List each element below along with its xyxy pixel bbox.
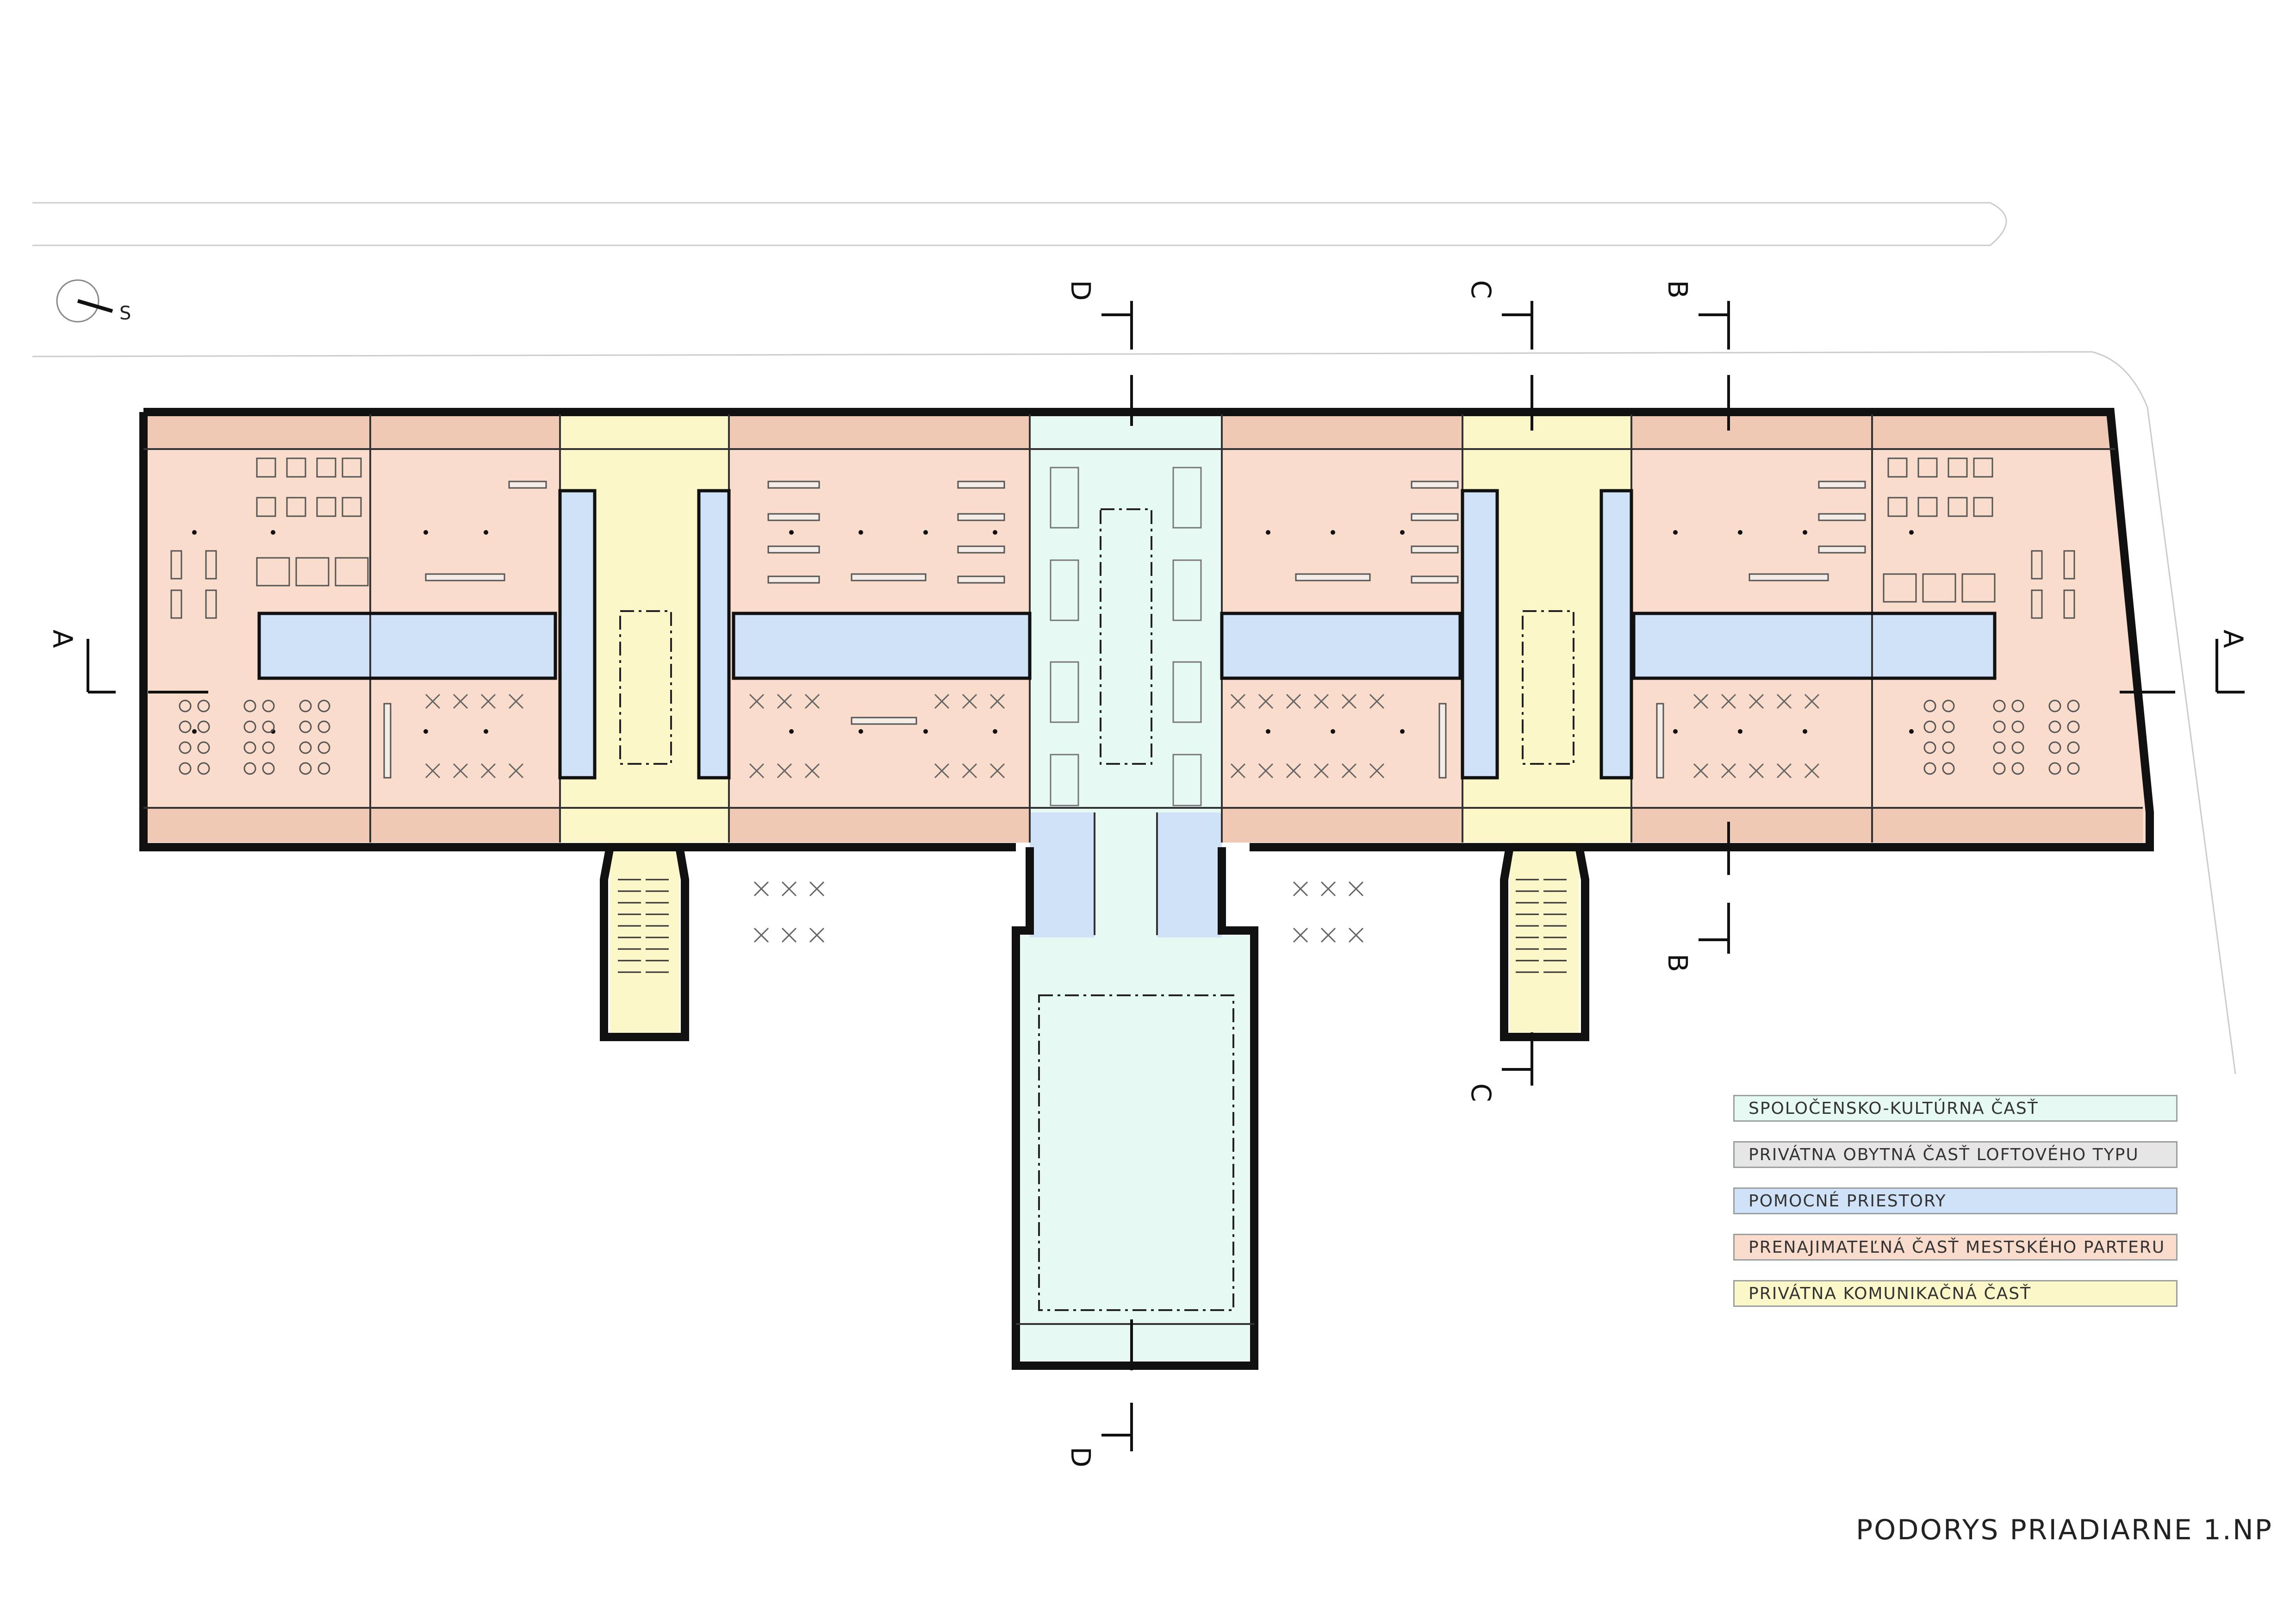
outer-walls [139,408,2154,1370]
legend-item-cultural: SPOLOČENSKO-KULTÚRNA ČASŤ [1733,1095,2178,1122]
section-letter-labels: A A D D C C B B [47,280,2249,1468]
section-label-c-top: C [1465,280,1497,299]
cafe-seating [179,700,2080,775]
service-spine-mid-left [734,613,1030,678]
section-label-a-left: A [47,630,78,648]
section-label-d-bottom: D [1065,1447,1096,1468]
shelving [383,481,1866,779]
service-spine-right [1634,613,1995,678]
section-label-d-top: D [1065,280,1096,301]
stair-lane-3 [1462,491,1497,778]
north-arrow-label: S [119,303,131,324]
cultural-zone-hall [1030,414,1222,812]
drawing-title: PODORYS PRIADIARNE 1.NP [1856,1514,2273,1546]
cultural-zone-annex [1016,935,1250,1361]
link-service-right [1157,812,1222,937]
legend-label: PRIVÁTNA OBYTNÁ ČASŤ LOFTOVÉHO TYPU [1748,1145,2139,1164]
legend-item-circulation: PRIVÁTNA KOMUNIKAČNÁ ČASŤ [1733,1280,2178,1307]
legend-label: POMOCNÉ PRIESTORY [1748,1191,1947,1211]
stair-tower-left-fill [610,843,679,1037]
street-edge-top [32,202,2007,246]
section-lines [87,301,2245,1451]
column-grid [192,530,1914,734]
service-spine-outline [257,489,1997,780]
section-label-b-top: B [1662,280,1693,299]
front-tables [170,457,2075,619]
north-arrow-icon: S [56,279,131,324]
stair-lane-4 [1601,491,1631,778]
legend-label: PRIVÁTNA KOMUNIKAČNÁ ČASŤ [1748,1284,2032,1303]
legend-label: PRENAJIMATEĽNÁ ČASŤ MESTSKÉHO PARTERU [1748,1237,2165,1257]
legend-item-service: POMOCNÉ PRIESTORY [1733,1187,2178,1214]
table-groups [425,693,1820,943]
legend-label: SPOLOČENSKO-KULTÚRNA ČASŤ [1748,1099,2039,1118]
exhibit-panels [1050,467,1202,806]
north-arrow: S [55,278,147,331]
stair-lane-1 [560,491,595,778]
link-service-left [1030,812,1095,937]
lift-cores [619,508,1574,1311]
legend-item-loft: PRIVÁTNA OBYTNÁ ČASŤ LOFTOVÉHO TYPU [1733,1141,2178,1168]
stair-lane-2 [699,491,729,778]
service-spine-left [259,613,555,678]
service-spine-mid-right [1222,613,1460,678]
legend-item-rental: PRENAJIMATEĽNÁ ČASŤ MESTSKÉHO PARTERU [1733,1234,2178,1261]
section-label-c-bottom: C [1465,1083,1497,1102]
section-label-a-right: A [2217,630,2249,648]
stairs [618,879,1567,973]
street-edge-bottom [32,351,2236,1074]
section-label-b-bottom: B [1662,954,1693,972]
stair-tower-right-fill [1510,843,1579,1037]
link-corridor [1095,812,1157,937]
legend: SPOLOČENSKO-KULTÚRNA ČASŤ PRIVÁTNA OBYTN… [1733,1095,2178,1326]
